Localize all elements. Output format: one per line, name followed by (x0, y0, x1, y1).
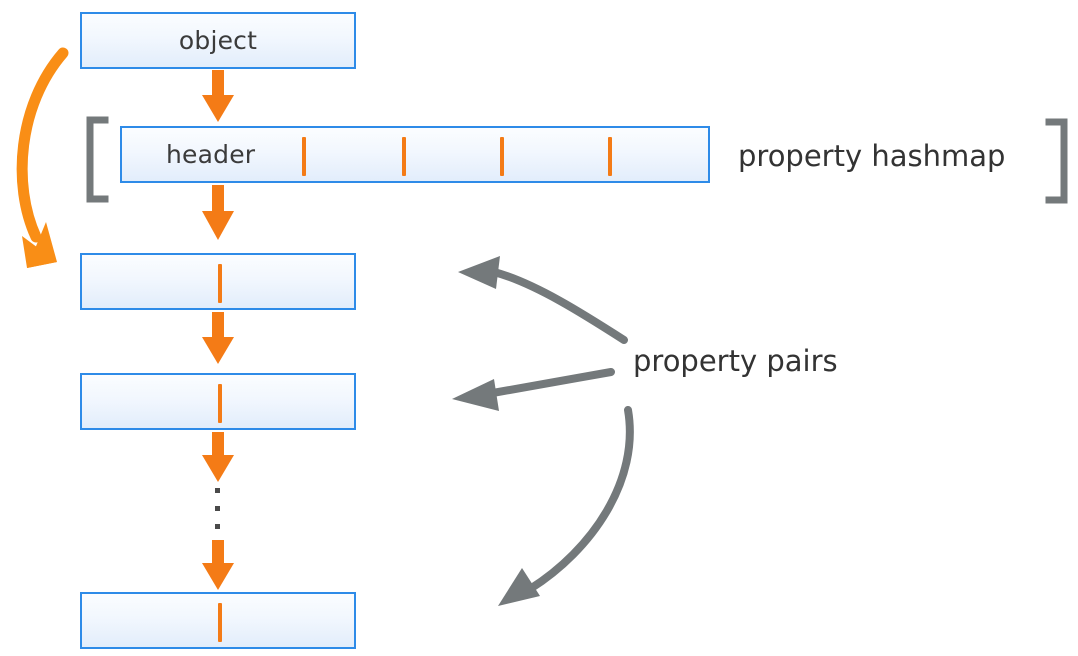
arrow-object-to-header (202, 70, 234, 122)
object-box-label: object (178, 26, 258, 55)
callout-arrow-lower (498, 406, 634, 606)
arrow-pair2-to-ellipsis (202, 432, 234, 482)
header-tick-3 (500, 137, 504, 176)
bracket-right (1045, 118, 1068, 204)
arrow-header-to-pair1 (202, 185, 234, 240)
ellipsis-dot-2 (215, 506, 220, 511)
arrow-ellipsis-to-pair3 (202, 540, 234, 590)
callout-arrow-upper (458, 256, 628, 344)
header-tick-2 (402, 137, 406, 176)
header-tick-4 (608, 137, 612, 176)
arrow-pair1-to-pair2 (202, 312, 234, 364)
property-pair-divider-3 (218, 603, 222, 642)
property-pair-box-2[interactable] (80, 373, 356, 430)
property-pair-box-3[interactable] (80, 592, 356, 649)
property-hashmap-label: property hashmap (738, 139, 1006, 173)
ellipsis-dot-1 (215, 488, 220, 493)
property-pairs-label: property pairs (633, 344, 838, 378)
ellipsis-dot-3 (215, 524, 220, 529)
property-pair-divider-1 (218, 264, 222, 303)
ellipsis-dots (215, 488, 221, 534)
header-tick-1 (302, 137, 306, 176)
property-pair-divider-2 (218, 384, 222, 423)
bracket-left (86, 116, 109, 203)
arrow-object-to-pairs-curve (16, 47, 69, 268)
callout-arrow-middle (452, 368, 615, 411)
header-box-label: header (166, 140, 256, 169)
object-box[interactable]: object (80, 12, 356, 69)
header-box[interactable]: header (120, 126, 710, 183)
property-pair-box-1[interactable] (80, 253, 356, 310)
